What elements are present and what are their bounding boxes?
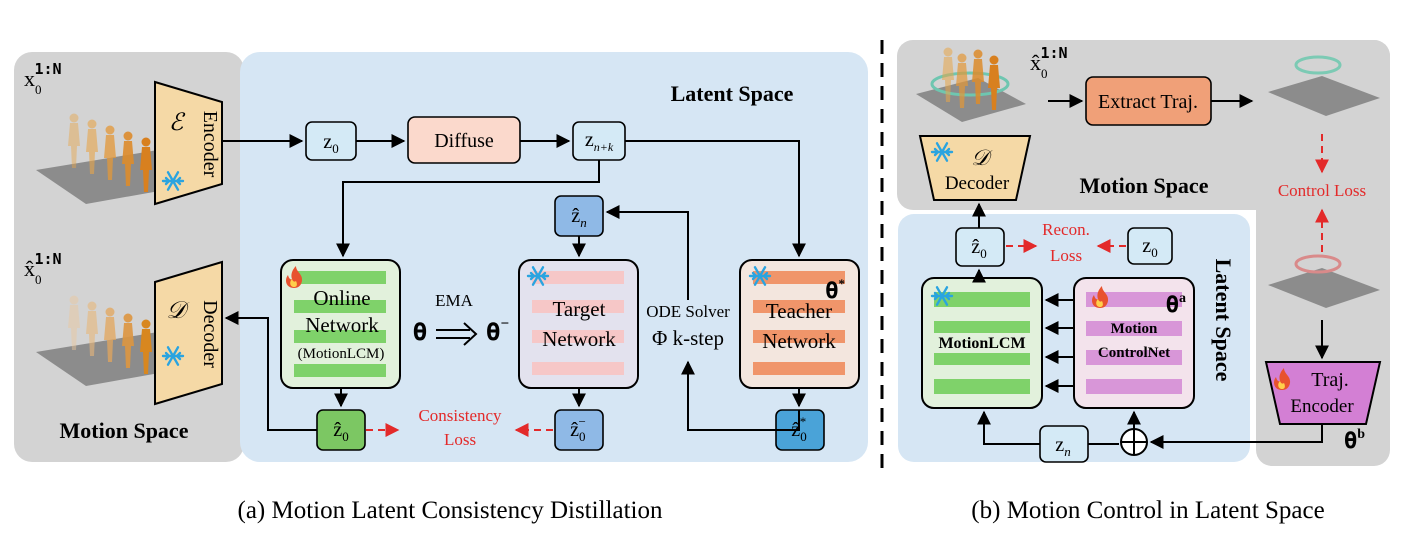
svg-text:Motion: Motion <box>1111 321 1158 337</box>
ode-solver: ODE Solver Φ k-step <box>642 300 734 358</box>
svg-text:zn: zn <box>1055 434 1070 459</box>
loss-connections-b <box>1006 134 1329 253</box>
svg-text:Encoder: Encoder <box>1290 396 1354 417</box>
svg-text:ControlNet: ControlNet <box>1098 345 1170 361</box>
svg-text:ℰ: ℰ <box>169 110 186 136</box>
svg-text:Consistency: Consistency <box>418 406 502 425</box>
latent-space-title-a: Latent Space <box>671 81 794 106</box>
svg-text:zn+k: zn+k <box>585 129 614 154</box>
motion-decoder: 𝒟 Decoder <box>154 260 223 406</box>
latent-z-n-plus-k: zn+k <box>572 121 626 161</box>
svg-text:Network: Network <box>305 313 379 337</box>
ema-relation: ϴ ϴ− <box>413 316 509 346</box>
svg-text:Decoder: Decoder <box>199 300 221 368</box>
target-network: Target Network <box>518 259 639 389</box>
svg-text:ẑ0: ẑ0 <box>333 419 348 444</box>
svg-text:Diffuse: Diffuse <box>434 130 494 152</box>
svg-text:Teacher: Teacher <box>766 299 832 323</box>
theta-star-label: ϴ* <box>825 276 845 304</box>
theta-target-label: ϴ− <box>486 316 509 346</box>
latent-space-title-b: Latent Space <box>1211 259 1236 382</box>
theta-a-label: ϴa <box>1166 291 1186 318</box>
svg-text:x01:N: x01:N <box>24 60 62 97</box>
theta-online-label: ϴ <box>413 318 427 346</box>
svg-text:Encoder: Encoder <box>199 111 221 178</box>
motionlcm-block: MotionLCM <box>921 277 1043 409</box>
connections-a <box>222 134 806 431</box>
sum-node <box>1120 428 1148 456</box>
svg-text:Network: Network <box>542 327 616 351</box>
svg-text:ODE Solver: ODE Solver <box>646 302 730 321</box>
svg-text:Online: Online <box>313 286 370 310</box>
connections-b <box>972 94 1329 449</box>
theta-b-label: ϴb <box>1344 427 1365 454</box>
ode-step-label: Φ k-step <box>652 326 724 350</box>
svg-text:z0: z0 <box>1142 235 1157 260</box>
motion-encoder: ℰ Encoder <box>154 80 223 206</box>
extract-trajectory-block: Extract Traj. <box>1085 76 1212 126</box>
svg-text:Network: Network <box>762 329 836 353</box>
svg-text:ẑn: ẑn <box>571 205 586 230</box>
output-motion-label: x̂01:N <box>24 250 62 287</box>
input-motion-label: x01:N <box>24 60 62 97</box>
latent-z0: z0 <box>305 121 357 161</box>
extracted-trajectory-image <box>1268 55 1380 116</box>
motion-space-title-b: Motion Space <box>1080 173 1209 198</box>
diffuse-block: Diffuse <box>407 116 521 164</box>
control-loss-label: Control Loss <box>1278 181 1366 200</box>
svg-text:Loss: Loss <box>1050 246 1082 265</box>
svg-text:z0: z0 <box>323 131 338 156</box>
svg-text:MotionLCM: MotionLCM <box>938 335 1025 352</box>
ema-label: EMA <box>435 291 474 310</box>
svg-text:ẑ0−: ẑ0− <box>570 414 586 444</box>
svg-text:Loss: Loss <box>444 430 476 449</box>
svg-text:𝒟: 𝒟 <box>971 145 993 170</box>
caption-b: (b) Motion Control in Latent Space <box>971 497 1324 524</box>
svg-text:Decoder: Decoder <box>945 173 1010 194</box>
svg-text:x̂01:N: x̂01:N <box>1030 44 1068 81</box>
svg-text:Target: Target <box>553 297 606 321</box>
svg-text:Recon.: Recon. <box>1042 220 1090 239</box>
motion-decoder-b: 𝒟 Decoder <box>918 135 1032 201</box>
control-trajectory-image <box>1268 254 1380 308</box>
target-z-hat-0: ẑ0− <box>554 409 604 451</box>
motion-space-title-a: Motion Space <box>60 418 189 443</box>
svg-text:x̂01:N: x̂01:N <box>24 250 62 287</box>
latent-space-panel-a <box>240 52 868 462</box>
online-network: Online Network (MotionLCM) <box>280 259 401 389</box>
consistency-loss: Consistency Loss <box>418 406 502 449</box>
recon-loss: Recon. Loss <box>1042 220 1090 265</box>
latent-z-n: zn <box>1039 425 1089 463</box>
caption-a: (a) Motion Latent Consistency Distillati… <box>238 497 663 524</box>
trajectory-encoder: Traj. Encoder <box>1264 361 1382 425</box>
svg-text:(MotionLCM): (MotionLCM) <box>298 346 385 362</box>
generated-motion-image <box>916 47 1026 122</box>
generated-motion-label: x̂01:N <box>1030 44 1068 81</box>
z0-b: z0 <box>1127 227 1173 265</box>
svg-text:ẑ0: ẑ0 <box>971 236 986 261</box>
svg-text:Extract Traj.: Extract Traj. <box>1098 91 1198 113</box>
z-hat-0-b: ẑ0 <box>955 227 1005 267</box>
svg-text:Traj.: Traj. <box>1311 369 1349 391</box>
latent-z-hat-n: ẑn <box>554 195 604 237</box>
teacher-network: ϴ* Teacher Network <box>739 259 860 389</box>
motion-controlnet-block: ϴa Motion ControlNet <box>1073 277 1195 409</box>
online-z-hat-0: ẑ0 <box>316 409 366 451</box>
